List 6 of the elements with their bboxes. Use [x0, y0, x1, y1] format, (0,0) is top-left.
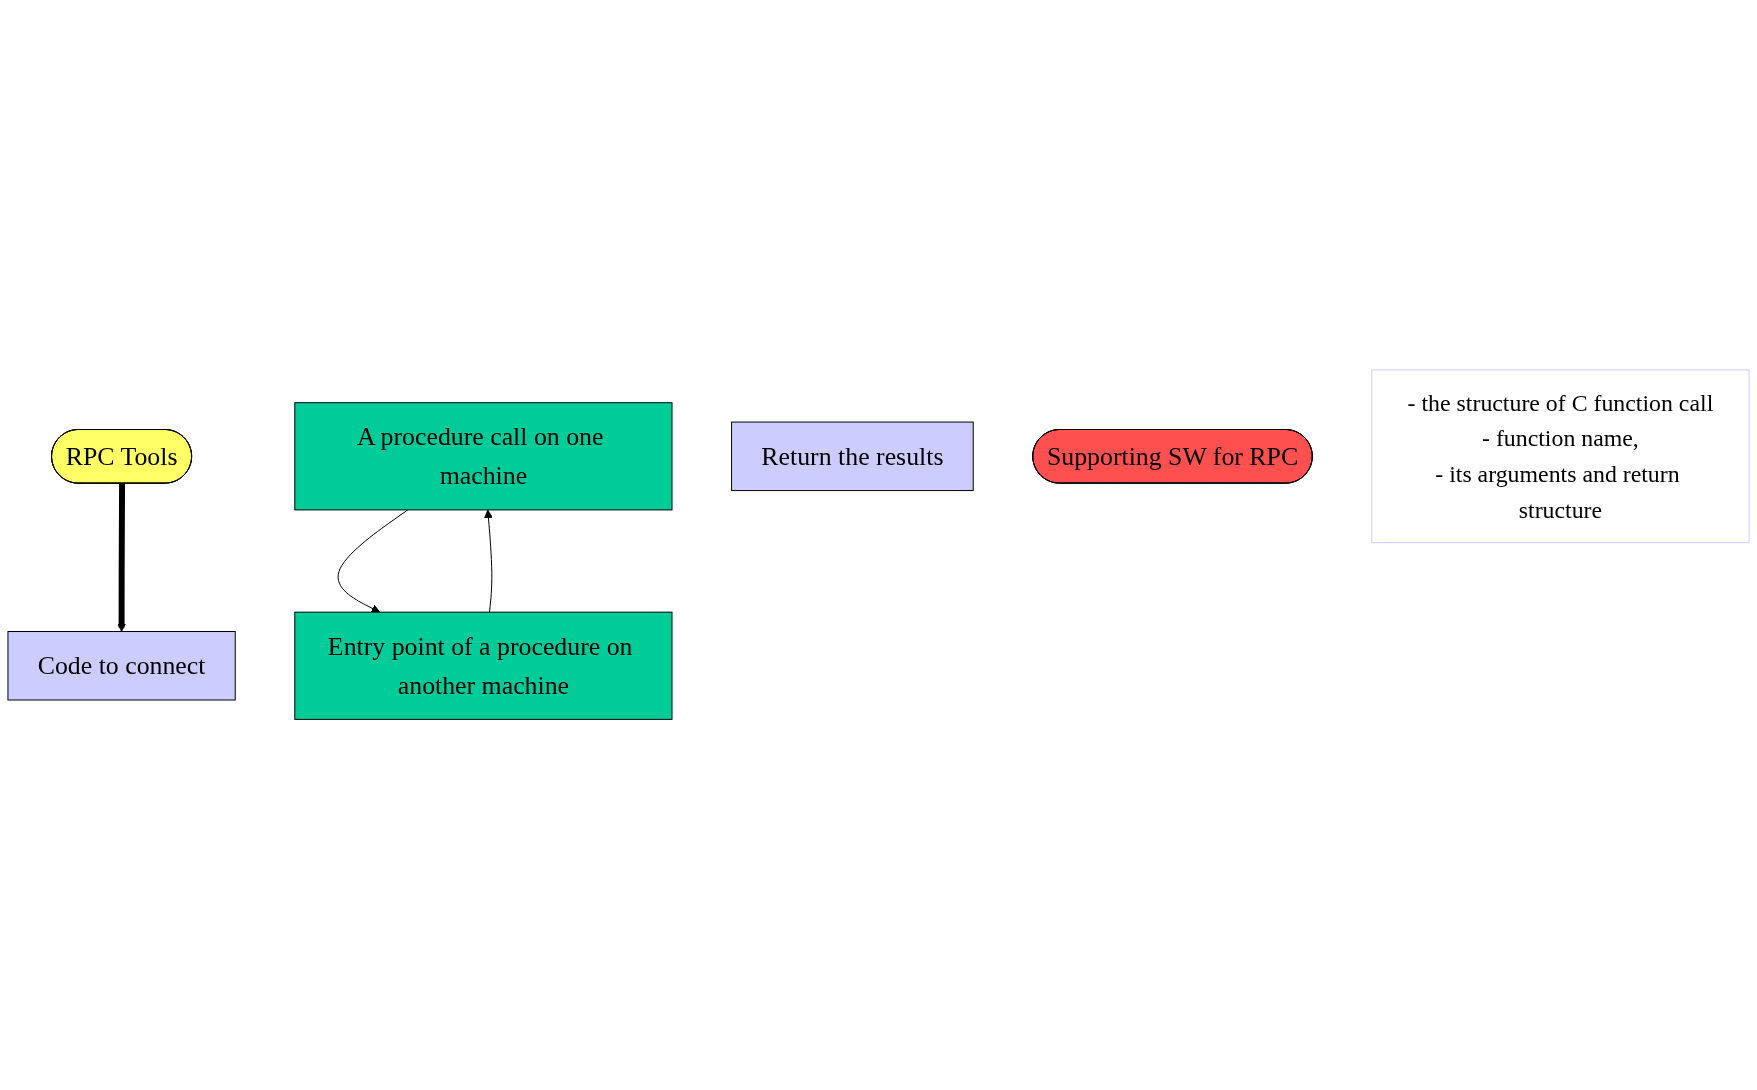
- node-box: - the structure of C function call - function name, - its arguments and return structure: [1371, 369, 1750, 544]
- arrow: [117, 483, 126, 633]
- node-box: A procedure call on one machine: [294, 402, 673, 511]
- node-box: Return the results: [731, 421, 974, 492]
- node-box: Code to connect: [7, 631, 236, 701]
- node-box: Entry point of a procedure on another machine: [294, 612, 673, 721]
